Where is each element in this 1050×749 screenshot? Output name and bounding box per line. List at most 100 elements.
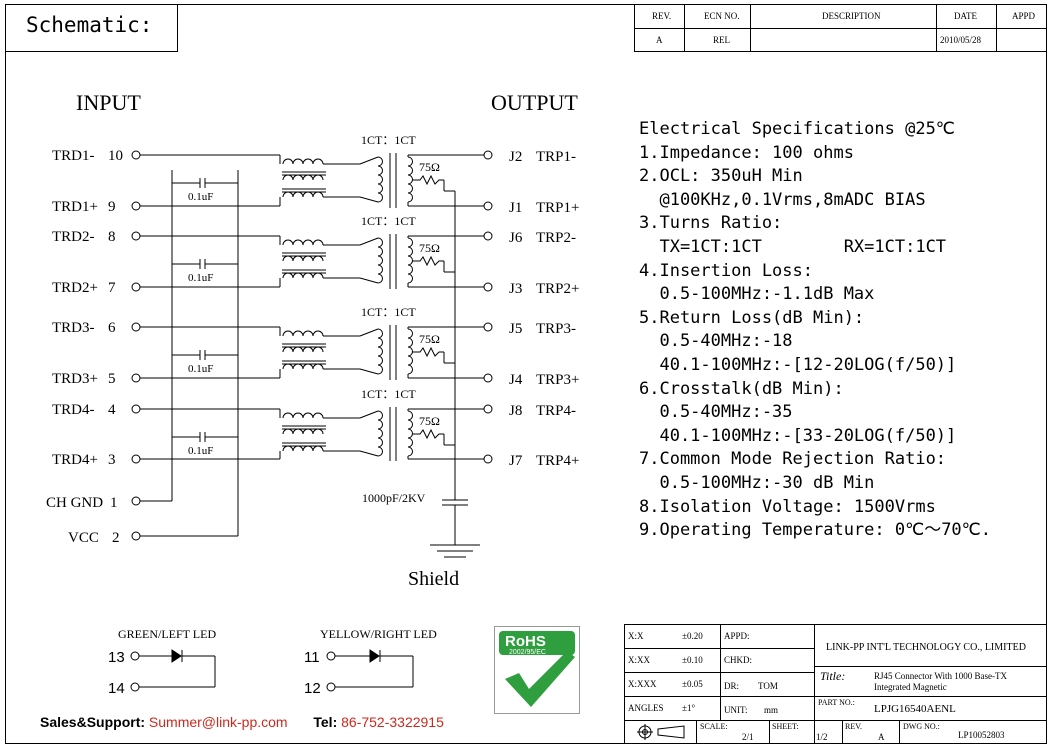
rohs-sub: 2002/95/EC <box>509 649 546 656</box>
tol-k-0: X:X <box>628 631 644 641</box>
rev-label-tb: REV. <box>845 722 862 731</box>
resistor-label: 75Ω <box>419 414 440 428</box>
date-value: 2010/05/28 <box>940 35 982 45</box>
rohs-badge: RoHS 2002/95/EC <box>494 626 580 714</box>
scale-label: SCALE: <box>700 722 728 731</box>
contact-line: Sales&Support: Summer@link-pp.com Tel: 8… <box>40 714 444 730</box>
drawing-frame <box>5 4 1047 744</box>
part-value: LPJG16540AENL <box>874 703 956 715</box>
ch-gnd-label: CH GND <box>46 495 103 511</box>
title-line-1: RJ45 Connector With 1000 Base-TX <box>874 671 1007 681</box>
output-name: TRP2+ <box>536 281 579 297</box>
yellow-led-label: YELLOW/RIGHT LED <box>320 627 437 641</box>
transformer-pairs <box>131 150 493 464</box>
spec-line: 0.5-40MHz:-18 <box>639 331 793 352</box>
output-name: TRP3- <box>536 321 576 337</box>
revision-table: REV. ECN NO. DESCRIPTION DATE APPD A REL… <box>634 4 1047 52</box>
resistor-label: 75Ω <box>419 332 440 346</box>
led-circuits <box>130 649 414 692</box>
part-label: PART NO.: <box>818 698 855 707</box>
input-pin: 10 <box>108 148 123 164</box>
tel-value: 86-752-3322915 <box>341 714 444 730</box>
turns-ratio-label: 1CT：1CT <box>361 305 416 319</box>
dwg-value: LP10052803 <box>958 730 1005 740</box>
scale-value: 2/1 <box>742 732 754 742</box>
spec-line: Electrical Specifications @25℃ <box>639 119 955 139</box>
output-name: TRP3+ <box>536 372 579 388</box>
ecn-header: ECN NO. <box>704 11 740 21</box>
spec-line: 40.1-100MHz:-[12-20LOG(f/50)] <box>639 354 957 375</box>
sheet-label: SHEET: <box>772 722 799 731</box>
date-header: DATE <box>954 11 977 21</box>
output-pin: J2 <box>509 149 522 165</box>
output-pin: J8 <box>509 403 522 419</box>
input-pin: 7 <box>108 280 116 296</box>
spec-line: 7.Common Mode Rejection Ratio: <box>639 449 947 470</box>
spec-line: 2.OCL: 350uH Min <box>639 166 803 187</box>
output-name: TRP1- <box>536 149 576 165</box>
led-pin-14: 14 <box>108 680 125 697</box>
tol-v-2: ±0.05 <box>682 679 703 689</box>
output-name: TRP4- <box>536 403 576 419</box>
output-name: TRP4+ <box>536 453 579 469</box>
output-pin: J6 <box>509 230 523 246</box>
input-pin: 9 <box>108 199 116 215</box>
spec-line: TX=1CT:1CT RX=1CT:1CT <box>639 236 947 257</box>
input-pin: 3 <box>108 452 116 468</box>
dwg-label: DWG NO.: <box>903 722 940 731</box>
shield-label: Shield <box>408 568 459 590</box>
input-name: TRD2+ <box>52 280 98 296</box>
cap-label: 1000pF/2KV <box>362 491 426 505</box>
sales-label: Sales&Support: <box>40 714 146 730</box>
output-pin: J3 <box>509 281 522 297</box>
rev-value-tb: A <box>878 732 885 742</box>
output-pin: J5 <box>509 321 522 337</box>
input-pin: 6 <box>108 320 116 336</box>
ecn-value: REL <box>713 35 730 45</box>
input-pin: 5 <box>108 371 116 387</box>
tel-label: Tel: <box>313 714 338 730</box>
turns-ratio-label: 1CT：1CT <box>361 387 416 401</box>
led-pin-13: 13 <box>108 649 125 666</box>
spec-line: 4.Insertion Loss: <box>639 260 813 281</box>
cap-small-label: 0.1uF <box>188 272 213 284</box>
led-pin-12: 12 <box>304 680 321 697</box>
check-icon <box>505 651 575 707</box>
cap-small-label: 0.1uF <box>188 445 213 457</box>
turns-ratio-label: 1CT：1CT <box>361 214 416 228</box>
projection-icon <box>636 724 692 740</box>
rev-header: REV. <box>652 11 672 21</box>
description-header: DESCRIPTION <box>822 11 881 21</box>
led-pin-11: 11 <box>304 649 320 666</box>
output-pin: J7 <box>509 453 523 469</box>
output-pin: J1 <box>509 200 522 216</box>
input-name: TRD4+ <box>52 452 98 468</box>
chkd-label: CHKD: <box>724 655 753 665</box>
vcc-pin: 2 <box>112 530 120 546</box>
spec-line: 3.Turns Ratio: <box>639 213 783 234</box>
page-title: Schematic: <box>26 13 153 37</box>
tol-v-1: ±0.10 <box>682 655 703 665</box>
spec-line: 6.Crosstalk(dB Min): <box>639 378 844 399</box>
appd-label: APPD: <box>724 631 750 641</box>
input-label: INPUT <box>76 90 141 115</box>
vcc-label: VCC <box>68 530 99 546</box>
output-pin: J4 <box>509 372 523 388</box>
sales-email[interactable]: Summer@link-pp.com <box>148 714 288 730</box>
spec-line: 0.5-100MHz:-30 dB Min <box>639 472 875 493</box>
resistor-label: 75Ω <box>419 160 440 174</box>
input-name: TRD1+ <box>52 199 98 215</box>
input-pin: 4 <box>108 402 116 418</box>
rohs-title: RoHS <box>505 633 546 650</box>
unit-label: UNIT: <box>724 705 748 715</box>
sheet-value: 1/2 <box>816 732 828 742</box>
spec-line: 9.Operating Temperature: 0℃～70℃. <box>639 520 991 541</box>
dr-label: DR: <box>724 681 740 691</box>
green-led-label: GREEN/LEFT LED <box>118 627 216 641</box>
company-name: LINK-PP INT'L TECHNOLOGY CO., LIMITED <box>826 642 1026 653</box>
input-name: TRD3- <box>52 320 95 336</box>
title-block: X:X ±0.20 X:XX ±0.10 X:XXX ±0.05 ANGLES … <box>624 624 1047 744</box>
output-name: TRP2- <box>536 230 576 246</box>
title-line-2: Integrated Magnetic <box>874 682 947 692</box>
